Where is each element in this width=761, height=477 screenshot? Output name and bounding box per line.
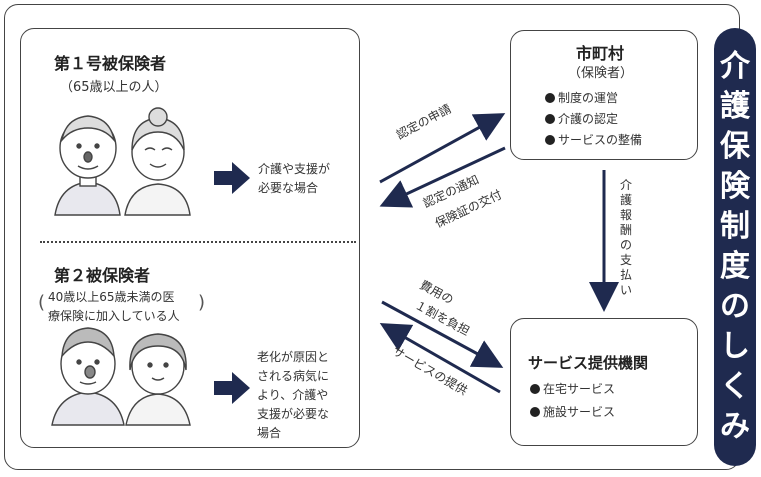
service-arrow <box>379 323 501 394</box>
section-divider <box>40 241 356 243</box>
banner-char: み <box>720 409 750 444</box>
payment-label-char: い <box>619 283 632 297</box>
paren-open: ( <box>38 292 46 313</box>
second-insured-desc-4: 支援が必要な <box>257 407 330 421</box>
title-banner <box>714 28 756 466</box>
second-insured-block-arrow <box>214 372 250 404</box>
payment-label-char: 介 <box>619 178 632 192</box>
service-provider-item: 在宅サービス <box>530 380 615 397</box>
payment-label-char: 支 <box>619 253 632 267</box>
second-insured-desc-5: 場合 <box>257 426 282 440</box>
payment-label-char: 酬 <box>619 223 632 237</box>
second-insured-subtitle-1: 40歳以上65歳未満の医 <box>48 290 175 304</box>
service-provider-item: 施設サービス <box>530 403 615 420</box>
paren-close: ) <box>198 292 206 313</box>
payment-label-char: 護 <box>619 193 632 207</box>
payment-label-char: 報 <box>619 208 632 222</box>
second-insured-desc-1: 老化が原因と <box>257 350 330 364</box>
service-provider-box <box>510 318 698 446</box>
banner-char: 度 <box>720 249 750 284</box>
banner-char: し <box>720 329 750 364</box>
municipality-item: 制度の運営 <box>545 89 618 106</box>
first-insured-subtitle: （65歳以上の人） <box>60 80 168 95</box>
municipality-box <box>510 30 698 160</box>
service-provider-title: サービス提供機関 <box>528 354 649 372</box>
banner-char: く <box>720 369 750 404</box>
second-insured-subtitle-2: 療保険に加入している人 <box>48 309 180 323</box>
payment-label-char: 払 <box>619 268 632 282</box>
banner-char: の <box>720 289 750 324</box>
first-insured-title: 第１号被保険者 <box>54 54 167 73</box>
banner-char: 険 <box>720 169 750 204</box>
notify-arrow <box>379 146 506 208</box>
banner-char: 保 <box>720 129 750 164</box>
banner-char: 制 <box>720 209 750 244</box>
first-insured-desc-1: 介護や支援が <box>258 162 331 176</box>
municipality-subtitle: （保険者） <box>568 66 634 81</box>
municipality-title: 市町村 <box>576 44 625 63</box>
second-insured-desc-2: される病気に <box>257 369 330 383</box>
municipality-item: 介護の認定 <box>545 110 618 127</box>
second-insured-title: 第２被保険者 <box>54 266 151 285</box>
first-insured-block-arrow <box>214 162 250 194</box>
municipality-item: サービスの整備 <box>545 131 642 148</box>
banner-char: 護 <box>720 89 750 124</box>
second-insured-desc-3: より、介護や <box>257 388 329 402</box>
apply-arrow <box>379 113 506 184</box>
fee-arrow <box>381 300 504 368</box>
payment-label-char: の <box>619 238 632 252</box>
banner-char: 介 <box>720 49 750 84</box>
first-insured-desc-2: 必要な場合 <box>258 181 319 195</box>
